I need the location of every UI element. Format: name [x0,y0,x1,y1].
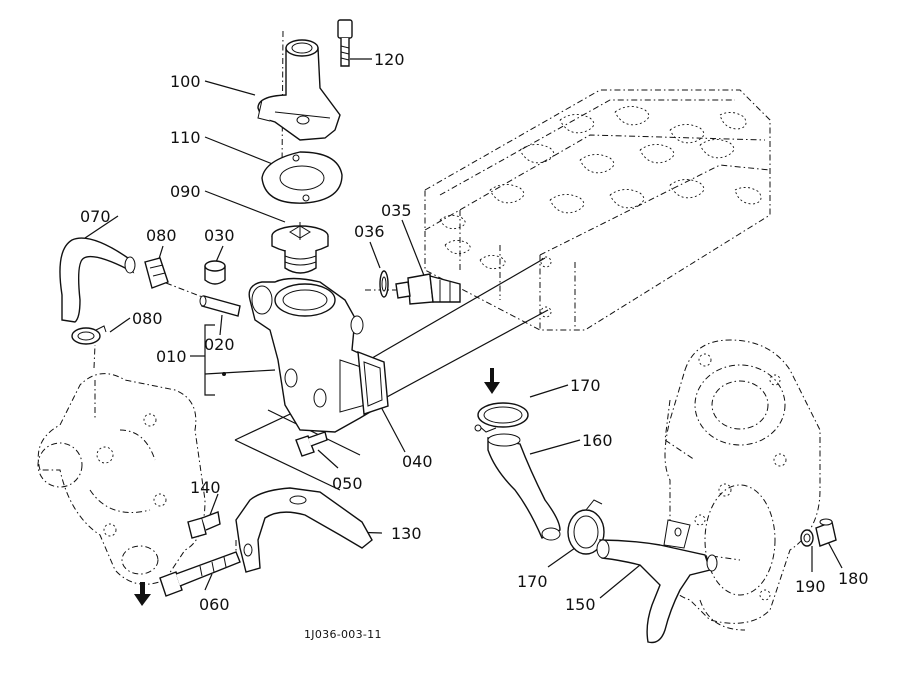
label-180: 180 [838,569,869,588]
sensor-washer [379,270,389,298]
thermostat [271,222,329,274]
label-100: 100 [170,72,201,91]
label-035: 035 [381,201,412,220]
label-030: 030 [204,226,235,245]
bolt-140 [187,511,221,539]
engine-block [424,89,771,331]
part-labels: 100 120 110 090 070 080 030 035 036 080 … [80,50,869,641]
label-160: 160 [582,431,613,450]
thermostat-cover [257,39,341,141]
label-070: 070 [80,207,111,226]
housing-gasket-040 [357,350,389,415]
plug-030 [204,260,226,285]
flow-arrow-icon [134,582,151,606]
water-temp-sensor [395,273,461,305]
plug-180 [815,518,837,547]
water-pump-housing [37,373,206,585]
leader-lines [84,29,843,599]
label-190: 190 [795,577,826,596]
label-050: 050 [332,474,363,493]
water-pipe-150 [596,519,718,644]
label-170-upper: 170 [570,376,601,395]
hose-clamp-170-lower [567,499,605,555]
label-090: 090 [170,182,201,201]
hose-clamp-170-upper [474,402,529,433]
water-hose-160 [487,433,561,541]
label-130: 130 [391,524,422,543]
bolt-120 [337,19,353,67]
label-040: 040 [402,452,433,471]
bolt-060 [159,551,241,597]
label-020: 020 [204,335,235,354]
label-150: 150 [565,595,596,614]
label-010: 010 [156,347,187,366]
label-120: 120 [374,50,405,69]
label-080-lower: 080 [132,309,163,328]
figure-code: 1J036-003-11 [304,628,382,641]
hose-clamp-080-upper [144,257,169,289]
label-036: 036 [354,222,385,241]
label-110: 110 [170,128,201,147]
thermostat-gasket [261,151,343,204]
pipe-020 [199,295,241,317]
label-140: 140 [190,478,221,497]
bypass-hose [59,237,136,323]
flow-arrow-icon [484,368,500,394]
hose-clamp-080-lower [71,325,107,345]
label-170-lower: 170 [517,572,548,591]
label-080-upper: 080 [146,226,177,245]
label-060: 060 [199,595,230,614]
bolt-050 [295,431,328,457]
washer-190 [800,529,814,547]
belt-bracket [235,487,373,573]
